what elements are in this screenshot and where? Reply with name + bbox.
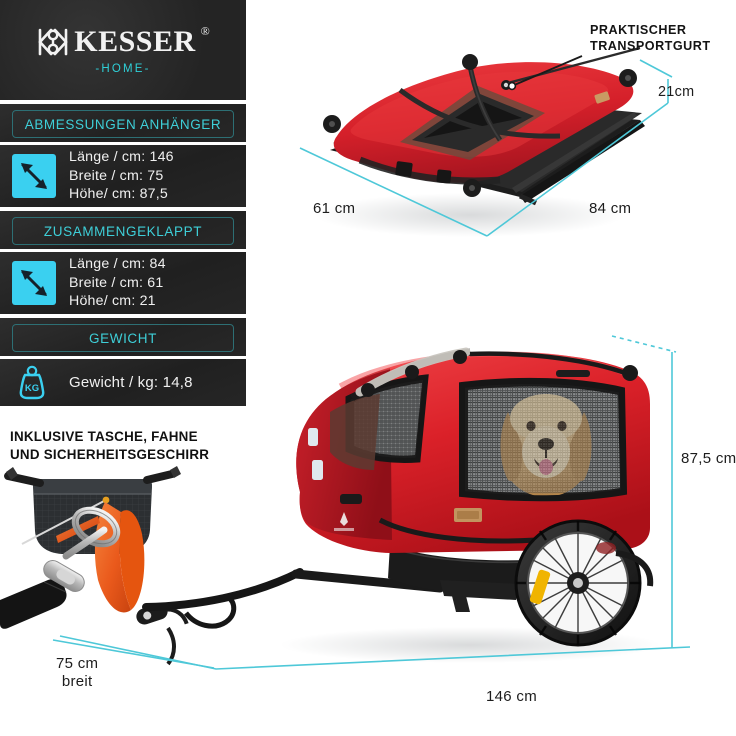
- dimension-label-folded-width: 61 cm: [313, 200, 356, 217]
- section-header-gewicht: GEWICHT: [0, 318, 246, 356]
- value-line: Höhe/ cm: 87,5: [69, 186, 169, 203]
- diagonal-arrows-icon: [12, 261, 56, 305]
- section-values-abmessungen: Länge / cm: 146 Breite / cm: 75 Höhe/ cm…: [0, 145, 246, 207]
- accessories-illustration: [0, 466, 189, 666]
- dog-in-trailer: [500, 394, 592, 497]
- dimension-values-list: Länge / cm: 146 Breite / cm: 75 Höhe/ cm…: [69, 148, 174, 205]
- section-header-label: GEWICHT: [89, 330, 157, 346]
- includes-caption: INKLUSIVE TASCHE, FAHNE UND SICHERHEITSG…: [10, 428, 240, 464]
- includes-caption-line2: UND SICHERHEITSGESCHIRR: [10, 446, 210, 462]
- value-line: Länge / cm: 84: [69, 255, 166, 272]
- section-header-label: ZUSAMMENGEKLAPPT: [43, 223, 203, 239]
- dimension-label-open-width-line1: 75 cm: [56, 655, 99, 672]
- value-line: Breite / cm: 75: [69, 167, 164, 184]
- value-line: Höhe/ cm: 21: [69, 293, 156, 310]
- value-line: Breite / cm: 61: [69, 274, 164, 291]
- section-values-gewicht: KG Gewicht / kg: 14,8: [0, 359, 246, 406]
- includes-caption-line1: INKLUSIVE TASCHE, FAHNE: [10, 429, 198, 444]
- transport-strap-leader-line: [507, 55, 583, 91]
- value-line: Länge / cm: 146: [69, 148, 174, 165]
- dimension-label-open-width: 75 cm breit: [56, 655, 98, 690]
- dimension-label-folded-height: 21cm: [658, 84, 695, 100]
- dimension-values-list: Länge / cm: 84 Breite / cm: 61 Höhe/ cm:…: [69, 255, 166, 312]
- brand-registered-mark: ®: [200, 24, 210, 38]
- brand-name: KESSER: [74, 24, 196, 58]
- brand-logo-band: [0, 0, 246, 100]
- svg-text:KG: KG: [25, 383, 39, 394]
- brand-subtitle: -HOME-: [95, 62, 151, 75]
- dimension-label-open-width-line2: breit: [61, 672, 93, 690]
- dimension-label-folded-length: 84 cm: [589, 200, 632, 217]
- callout-line1: PRAKTISCHER: [590, 23, 687, 37]
- kg-weight-icon: KG: [12, 361, 56, 405]
- section-header-abmessungen: ABMESSUNGEN ANHÄNGER: [0, 104, 246, 142]
- section-values-zusammengeklappt: Länge / cm: 84 Breite / cm: 61 Höhe/ cm:…: [0, 252, 246, 314]
- dimension-label-open-height: 87,5 cm: [681, 450, 736, 467]
- trailer-wheel: [514, 519, 642, 647]
- callout-line2: TRANSPORTGURT: [590, 39, 711, 54]
- section-header-label: ABMESSUNGEN ANHÄNGER: [24, 116, 222, 132]
- weight-value: Gewicht / kg: 14,8: [69, 374, 193, 391]
- callout-transport-strap: PRAKTISCHER TRANSPORTGURT: [590, 22, 711, 54]
- dimension-label-open-length: 146 cm: [486, 688, 537, 705]
- specifications-panel: KESSER ® -HOME- ABMESSUNGEN ANHÄNGER: [0, 0, 246, 406]
- section-header-zusammengeklappt: ZUSAMMENGEKLAPPT: [0, 211, 246, 249]
- kesser-monogram-icon: [36, 26, 70, 58]
- brand-logo: KESSER ® -HOME-: [0, 0, 246, 100]
- diagonal-arrows-icon: [12, 154, 56, 198]
